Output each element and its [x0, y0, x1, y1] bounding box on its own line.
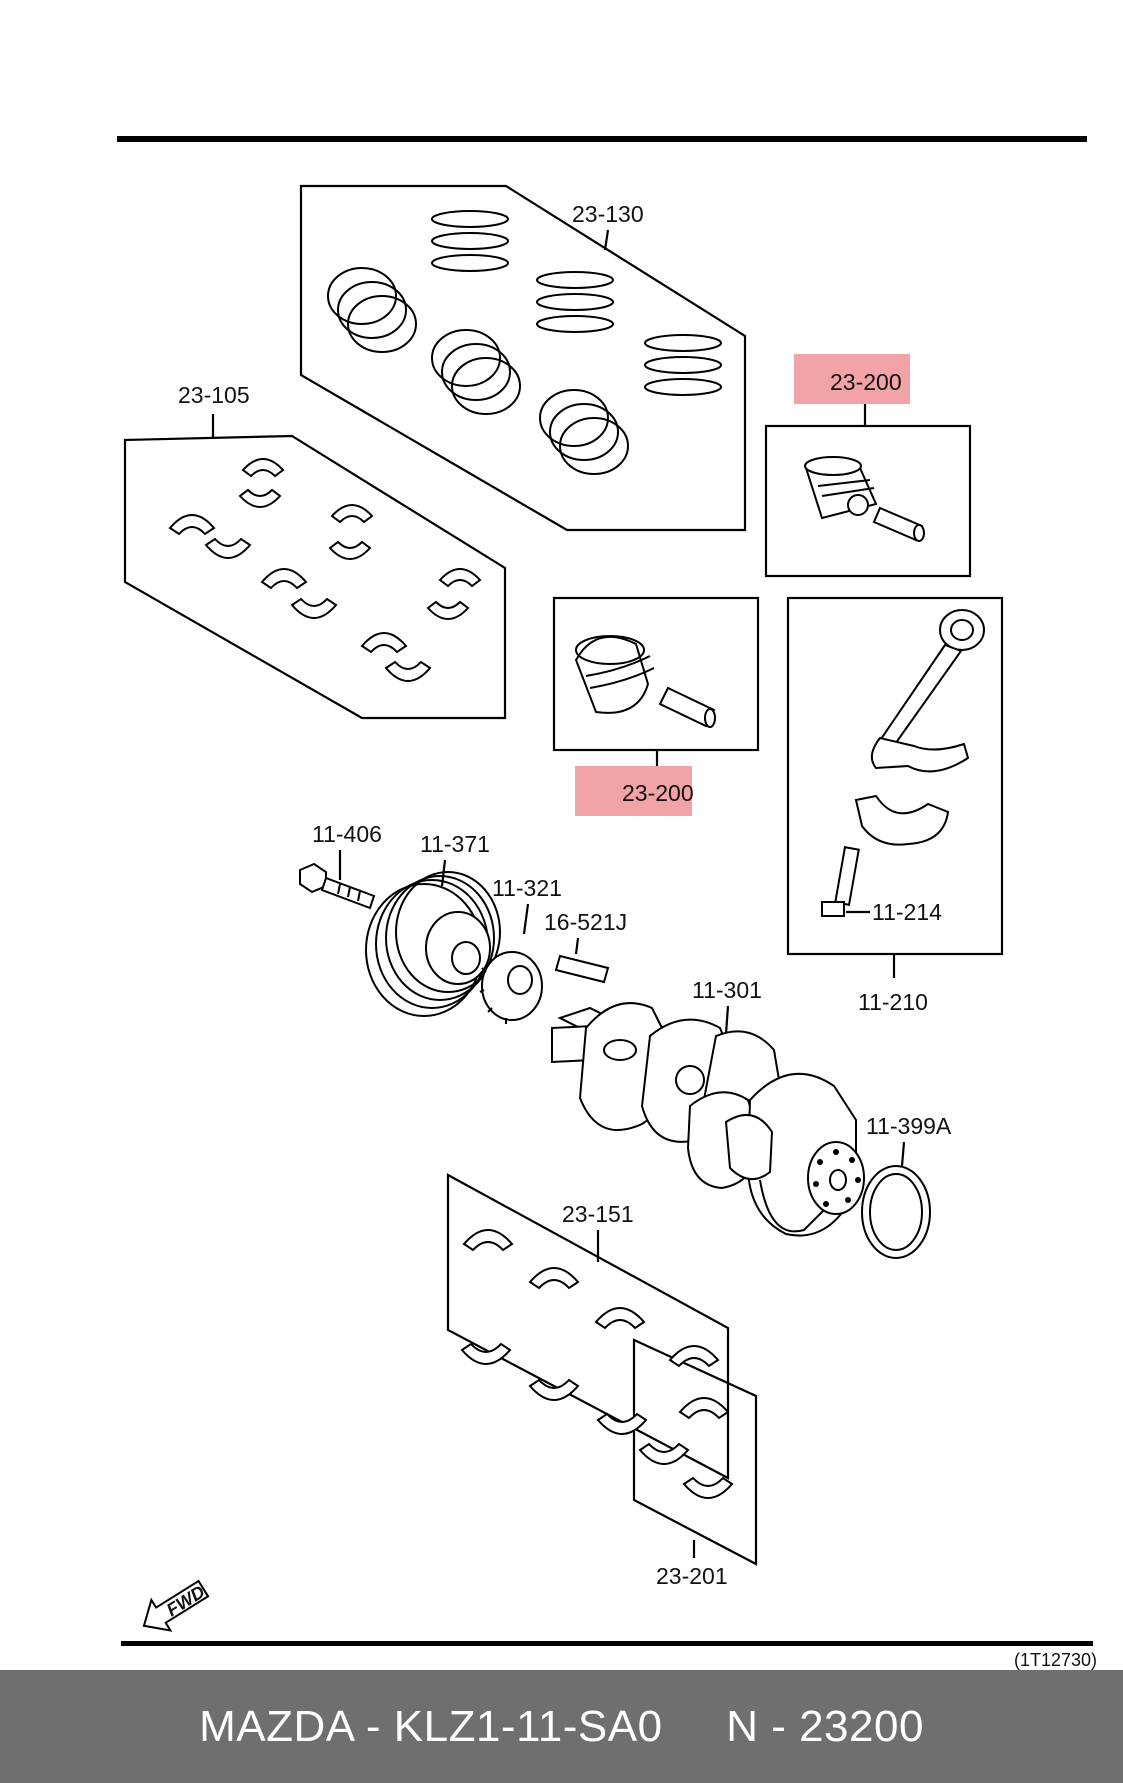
crankshaft[interactable]: [551, 1002, 865, 1237]
fwd-arrow-icon: FWD: [142, 1579, 210, 1632]
main-bearings-group[interactable]: [446, 1173, 758, 1566]
label-23-151: 23-151: [562, 1201, 634, 1227]
crankshaft-pulley[interactable]: [365, 871, 501, 1017]
label-11-399A: 11-399A: [866, 1113, 952, 1139]
bottom-rule: [121, 1641, 1093, 1646]
parts-diagram: 23-130 23-105 23-200: [117, 136, 1097, 1670]
piston-and-pin-top[interactable]: [764, 424, 972, 578]
woodruff-key[interactable]: [554, 954, 610, 984]
highlight-23-200-mid: [575, 766, 692, 816]
label-11-214: 11-214: [872, 899, 942, 925]
top-rule: [117, 136, 1087, 142]
label-11-321: 11-321: [492, 875, 562, 901]
label-16-521J: 16-521J: [544, 909, 627, 935]
connecting-rod-bearings-group[interactable]: [123, 414, 507, 720]
label-23-130: 23-130: [572, 201, 644, 227]
piston-rings-group[interactable]: [299, 184, 747, 532]
label-11-371: 11-371: [420, 831, 490, 857]
label-11-210: 11-210: [858, 989, 928, 1015]
crankshaft-sprocket[interactable]: [479, 951, 543, 1024]
label-23-200-top[interactable]: 23-200: [830, 369, 902, 395]
label-11-406: 11-406: [312, 821, 382, 847]
footer-bar: MAZDA - KLZ1-11-SA0 N - 23200: [0, 1670, 1123, 1783]
label-11-301: 11-301: [692, 977, 762, 1003]
piston-and-pin-middle[interactable]: [552, 596, 760, 752]
highlight-23-200-top: [794, 354, 910, 404]
label-23-201: 23-201: [656, 1563, 728, 1589]
part-number-caption: MAZDA - KLZ1-11-SA0 N - 23200: [199, 1701, 924, 1751]
reference-code: (1T12730): [1014, 1650, 1097, 1670]
label-23-105: 23-105: [178, 382, 250, 408]
label-23-200-mid[interactable]: 23-200: [622, 780, 694, 806]
rear-oil-seal[interactable]: [861, 1165, 931, 1259]
pulley-bolt[interactable]: [299, 850, 376, 910]
